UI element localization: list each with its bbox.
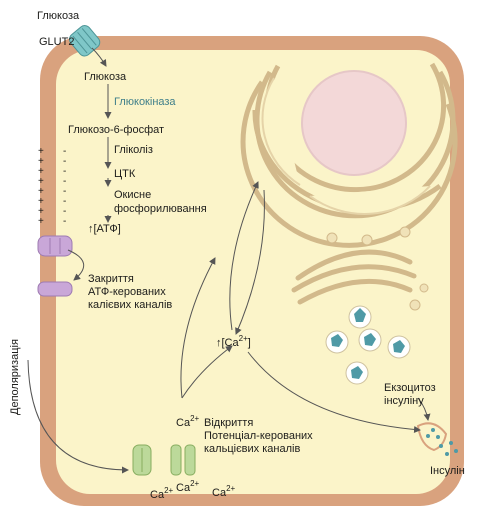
glucokinase-label: Глюкокіназа: [114, 96, 176, 108]
svg-text:-: -: [63, 156, 66, 167]
ca-outside-label-1: Ca2+: [150, 486, 174, 501]
oxphos-label-1: Окисне: [114, 189, 151, 201]
katp-channel-closed: [37, 281, 73, 297]
svg-text:+: +: [38, 166, 44, 177]
katp-close-label-3: калієвих каналів: [88, 299, 172, 311]
svg-text:-: -: [63, 216, 66, 227]
ca-intracellular-label: ↑[Ca2+]: [216, 334, 251, 349]
svg-text:-: -: [63, 166, 66, 177]
svg-text:+: +: [38, 216, 44, 227]
g6p-label: Глюкозо-6-фосфат: [68, 124, 164, 136]
insulin-label: Інсулін: [430, 465, 465, 477]
svg-text:-: -: [63, 206, 66, 217]
vdcc-label-1: Відкриття: [204, 417, 253, 429]
svg-text:-: -: [63, 186, 66, 197]
katp-close-label-1: Закриття: [88, 273, 134, 285]
vesicles: [326, 226, 429, 311]
svg-text:+: +: [38, 196, 44, 207]
glut2-label: GLUT2: [39, 36, 74, 48]
vdcc-label-2: Потенціал-керованих: [204, 430, 313, 442]
membrane-charges: + + + + + + + + - - - - - - - -: [38, 146, 66, 227]
ca-outside-label-2: Ca2+: [176, 479, 200, 494]
ca-channel-open: [170, 444, 196, 476]
pathway-arrows: [27, 47, 431, 474]
insulin-granules: [325, 305, 411, 385]
svg-text:+: +: [38, 146, 44, 157]
tca-label: ЦТК: [114, 168, 136, 180]
katp-close-label-2: АТФ-керованих: [88, 286, 166, 298]
ca-channel-closed: [132, 444, 152, 476]
vdcc-label-3: кальцієвих каналів: [204, 443, 300, 455]
secreted-insulin-dots: [426, 428, 458, 456]
svg-text:+: +: [38, 186, 44, 197]
svg-text:-: -: [63, 196, 66, 207]
exocytosis-label-2: інсуліну: [384, 395, 424, 407]
glycolysis-label: Гліколіз: [114, 144, 153, 156]
oxphos-label-2: фосфорилювання: [114, 203, 207, 215]
er-cisternae: [261, 77, 431, 215]
svg-text:+: +: [38, 176, 44, 187]
ca-outside-label-3: Ca2+: [212, 484, 236, 499]
svg-text:-: -: [63, 176, 66, 187]
glucose-inside-label: Глюкоза: [84, 71, 127, 83]
nucleus: [301, 70, 407, 176]
exocytosis-label-1: Екзоцитоз: [384, 382, 436, 394]
glucose-outside-label: Глюкоза: [37, 10, 80, 22]
svg-text:-: -: [63, 146, 66, 157]
exocytosis-pore: [416, 422, 448, 452]
golgi-apparatus: [291, 249, 417, 305]
vdcc-ca-label: Ca2+: [176, 414, 200, 429]
svg-text:+: +: [38, 206, 44, 217]
katp-channel-open: [37, 235, 73, 257]
depolarization-label: Деполяризація: [9, 339, 21, 415]
svg-text:+: +: [38, 156, 44, 167]
atp-label: ↑[АТФ]: [88, 223, 121, 235]
